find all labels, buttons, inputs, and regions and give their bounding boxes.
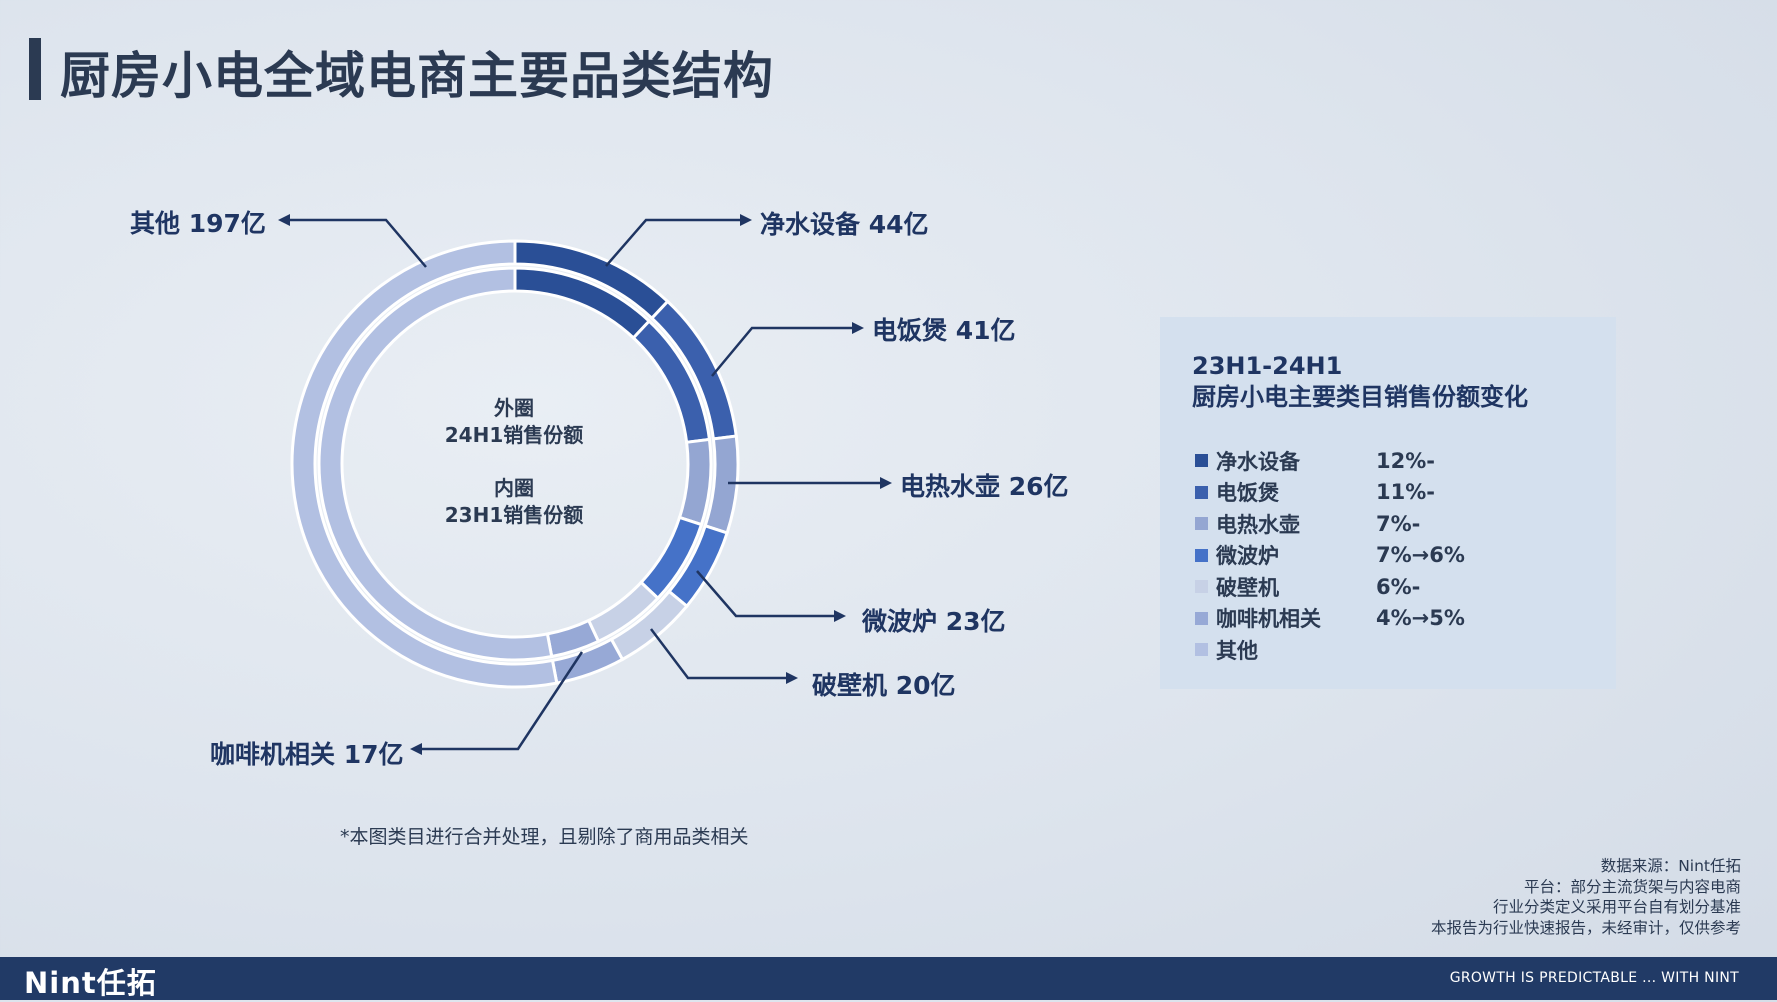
inner-ring-label: 内圈 (494, 476, 534, 500)
legend-category-name: 净水设备 (1216, 449, 1300, 474)
leader-line-coffee (418, 651, 584, 751)
platform-line: 平台：部分主流货架与内容电商 (1523, 877, 1741, 896)
footer-bar: Nint任拓 GROWTH IS PREDICTABLE ... WITH NI… (0, 957, 1777, 1000)
legend-share-change: 6%- (1376, 574, 1421, 599)
legend-share-change: 12%- (1376, 448, 1435, 473)
legend-swatch (1195, 517, 1208, 531)
legend-row: 净水设备 12%- (1192, 445, 1465, 477)
legend-category-name: 电饭煲 (1216, 481, 1279, 506)
leader-arrowhead-kettle (880, 477, 892, 489)
legend-row: 微波炉 7%→6% (1192, 540, 1465, 572)
page-title: 厨房小电全域电商主要品类结构 (60, 47, 774, 105)
leader-arrowhead-rice-cooker (852, 322, 864, 334)
outer-ring-label: 外圈 (494, 396, 534, 420)
label-microwave: 微波炉 23亿 (862, 607, 1006, 636)
share-change-panel: 23H1-24H1 厨房小电主要类目销售份额变化 净水设备 12%- 电饭煲 11%-… (1160, 317, 1616, 689)
panel-title-text: 厨房小电主要类目销售份额变化 (1192, 383, 1528, 411)
legend-share-change: 7%- (1376, 511, 1421, 536)
leader-arrowhead-coffee (410, 743, 422, 755)
legend-swatch (1195, 611, 1208, 625)
source-line: 数据来源：Nint任拓 (1600, 857, 1741, 875)
outer-ring-legend: 外圈 24H1销售份额 (414, 395, 614, 449)
panel-title: 23H1-24H1 厨房小电主要类目销售份额变化 (1192, 351, 1528, 413)
legend-share-change: 4%→5% (1376, 606, 1465, 631)
legend-row: 其他 (1192, 634, 1465, 666)
legend-share-change: 7%→6% (1376, 543, 1465, 568)
legend-swatch (1195, 643, 1208, 657)
outer-ring-period: 24H1销售份额 (444, 423, 584, 447)
legend-swatch (1195, 454, 1208, 468)
legend-swatch (1195, 580, 1208, 594)
leader-arrowhead-microwave (834, 610, 846, 622)
title-accent-bar (29, 38, 41, 100)
label-kettle: 电热水壶 26亿 (900, 472, 1069, 501)
legend-row: 咖啡机相关 4%→5% (1192, 603, 1465, 635)
leader-arrowhead-other (278, 214, 290, 226)
label-water-purifier: 净水设备 44亿 (760, 210, 929, 239)
legend-category-name: 破壁机 (1216, 575, 1279, 600)
leader-line-water-purifier (605, 218, 744, 267)
legend-category-name: 咖啡机相关 (1216, 607, 1321, 632)
panel-title-period: 23H1-24H1 (1192, 352, 1343, 380)
legend-category-name: 微波炉 (1216, 544, 1279, 569)
inner-ring-slice-kettle (677, 437, 713, 527)
inner-ring-period: 23H1销售份额 (444, 503, 584, 527)
label-coffee: 咖啡机相关 17亿 (210, 740, 404, 769)
label-rice-cooker: 电饭煲 41亿 (872, 316, 1016, 345)
leader-line-other (286, 218, 427, 268)
legend-swatch (1195, 485, 1208, 499)
legend-swatch (1195, 548, 1208, 562)
inner-ring-slice-other (317, 266, 554, 662)
legend-row: 电热水壶 7%- (1192, 508, 1465, 540)
outer-ring-slice-other (290, 239, 559, 689)
legend-share-change: 11%- (1376, 480, 1435, 505)
share-change-legend: 净水设备 12%- 电饭煲 11%- 电热水壶 7%- 微波炉 7%→6% 破壁机 6%- 咖啡机相… (1192, 445, 1465, 666)
leader-line-blender (650, 628, 790, 680)
classification-line: 行业分类定义采用平台自有划分基准 (1492, 898, 1741, 916)
label-blender: 破壁机 20亿 (812, 671, 956, 700)
nint-logo: Nint任拓 (24, 966, 157, 1000)
footer-slogan: GROWTH IS PREDICTABLE ... WITH NINT (1449, 970, 1739, 986)
legend-category-name: 其他 (1216, 638, 1258, 663)
footnote: *本图类目进行合并处理，且剔除了商用品类相关 (340, 826, 749, 848)
leader-arrowhead-blender (786, 672, 798, 684)
legend-row: 电饭煲 11%- (1192, 477, 1465, 509)
leader-line-microwave (696, 570, 838, 618)
inner-ring-legend: 内圈 23H1销售份额 (414, 475, 614, 529)
label-other: 其他 197亿 (130, 209, 266, 238)
disclaimer-line: 本报告为行业快速报告，未经审计，仅供参考 (1430, 918, 1741, 937)
legend-category-name: 电热水壶 (1216, 512, 1300, 537)
legend-row: 破壁机 6%- (1192, 571, 1465, 603)
source-notes: 数据来源：Nint任拓 平台：部分主流货架与内容电商 行业分类定义采用平台自有划… (1431, 856, 1741, 938)
leader-arrowhead-water-purifier (740, 214, 752, 226)
leader-line-rice-cooker (711, 326, 856, 377)
